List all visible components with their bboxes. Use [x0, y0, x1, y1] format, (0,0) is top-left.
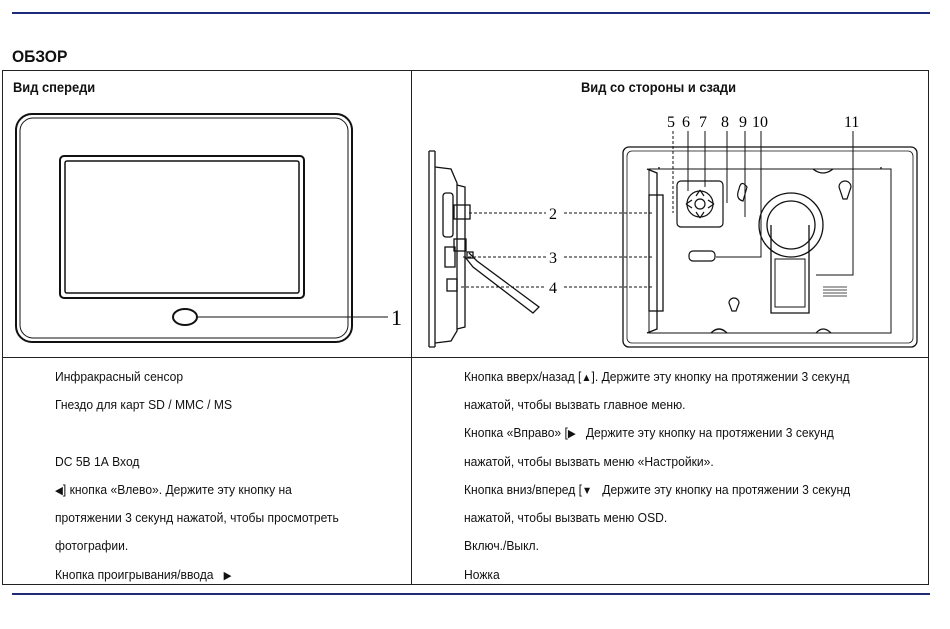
stand [758, 192, 824, 314]
ir-sensor [172, 308, 198, 326]
callout-number-5: 5 [667, 114, 675, 131]
callout-number-11: 11 [844, 114, 859, 131]
callout-number-4: 4 [549, 280, 557, 297]
bottom-rule [12, 593, 930, 595]
top-rule [12, 12, 930, 14]
description-right-button-text-2: Держите эту кнопку на протяжении 3 секун… [585, 425, 834, 440]
description-left-button-text: ] кнопка «Влево». Держите эту кнопку на [62, 482, 292, 497]
side-profile [428, 150, 540, 348]
column-divider [411, 71, 412, 584]
navigation-buttons [676, 180, 724, 228]
down-arrow-icon: ▼ [582, 485, 593, 497]
description-up-button-text-2: ]. Держите эту кнопку на протяжении 3 се… [591, 369, 850, 384]
description-left-button-cont: протяжении 3 секунд нажатой, чтобы просм… [55, 510, 339, 525]
side-back-diagram: 2 3 4 5 6 7 8 9 10 11 [428, 114, 918, 348]
frame-outer [15, 113, 353, 343]
description-left-button-end: фотографии. [55, 538, 129, 553]
row-divider [3, 357, 928, 358]
callout-number-3: 3 [549, 250, 557, 267]
front-view-diagram: 1 [15, 113, 402, 343]
description-play-button: Кнопка проигрывания/ввода ▶ [55, 568, 231, 583]
section-heading: ОБЗОР [12, 47, 68, 66]
front-view-title: Вид спереди [13, 79, 96, 95]
callout-number-10: 10 [752, 114, 768, 131]
frame-inner [19, 117, 349, 339]
description-down-button-cont: нажатой, чтобы вызвать меню OSD. [464, 510, 668, 525]
description-up-button-cont: нажатой, чтобы вызвать главное меню. [464, 397, 686, 412]
bottom-hole [728, 297, 740, 312]
play-icon: ▶ [223, 570, 232, 582]
description-up-button-text: Кнопка вверх/назад [ [464, 369, 582, 384]
callout-number-1: 1 [391, 305, 402, 330]
back-panel [622, 146, 918, 348]
description-card-slot: Гнездо для карт SD / MMC / MS [55, 397, 233, 412]
callout-leaders [461, 131, 854, 288]
screen-area [64, 160, 300, 294]
description-down-button-text: Кнопка вниз/вперед [ [464, 482, 583, 497]
hanging-hole-left [737, 182, 748, 202]
description-stand: Ножка [464, 567, 500, 582]
hanging-hole-right [838, 180, 852, 200]
description-down-button: Кнопка вниз/вперед [▼ Держите эту кнопку… [464, 483, 850, 498]
left-arrow-icon: ◀ [55, 485, 63, 497]
description-play-button-text: Кнопка проигрывания/ввода [55, 567, 214, 582]
callout-number-8: 8 [721, 114, 729, 131]
description-left-button: ◀] кнопка «Влево». Держите эту кнопку на [55, 483, 292, 498]
up-arrow-icon: ▲ [581, 372, 592, 384]
side-view-title: Вид со стороны и сзади [581, 79, 737, 95]
description-right-button-cont: нажатой, чтобы вызвать меню «Настройки». [464, 454, 714, 469]
overview-table: Вид спереди Вид со стороны и сзади 1 [2, 70, 929, 585]
callout-number-7: 7 [699, 114, 707, 131]
description-right-button-text: Кнопка «Вправо» [ [464, 425, 568, 440]
power-switch [688, 250, 716, 262]
description-dc-input: DC 5В 1А Вход [55, 454, 140, 469]
description-power-switch: Включ./Выкл. [464, 538, 539, 553]
callout-number-9: 9 [739, 114, 747, 131]
description-right-button: Кнопка «Вправо» [▶ Держите эту кнопку на… [464, 426, 834, 441]
speaker-grille [823, 286, 847, 297]
description-ir-sensor: Инфракрасный сенсор [55, 369, 184, 384]
description-up-button: Кнопка вверх/назад [▲]. Держите эту кноп… [464, 370, 850, 385]
description-down-button-text-2: Держите эту кнопку на протяжении 3 секун… [602, 482, 851, 497]
screen-bezel [59, 155, 305, 299]
right-arrow-icon: ▶ [567, 428, 576, 440]
callout-number-6: 6 [682, 114, 690, 131]
callout-number-2: 2 [549, 206, 557, 223]
